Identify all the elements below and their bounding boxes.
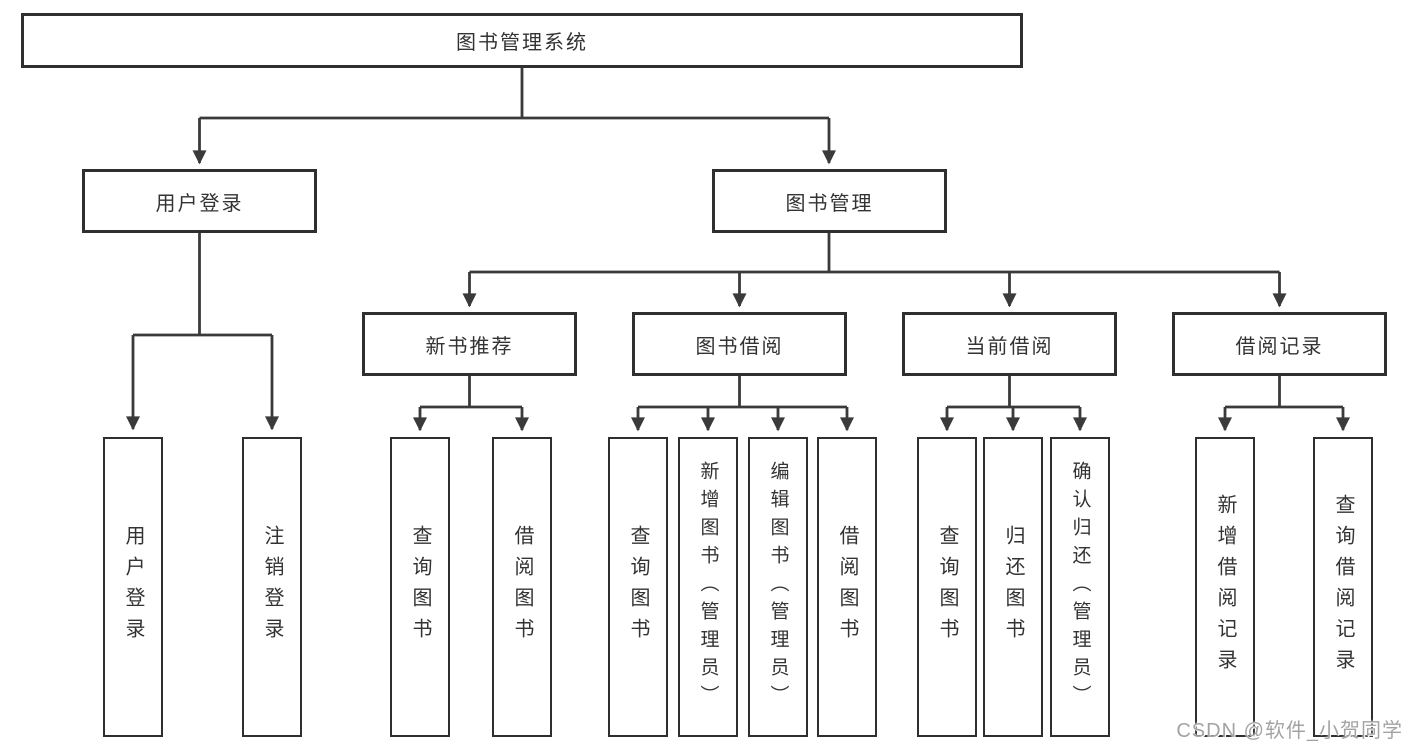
leaf-label: 归还图书 xyxy=(1002,525,1024,649)
leaf-label: 用户登录 xyxy=(122,525,144,649)
leaf-query-books-recommend: 查询图书 xyxy=(390,437,450,737)
leaf-label: 查询借阅记录 xyxy=(1332,494,1354,680)
leaf-label: 注销登录 xyxy=(261,525,283,649)
node-label: 新书推荐 xyxy=(425,335,514,358)
node-current-borrow: 当前借阅 xyxy=(902,312,1117,376)
leaf-label: 借阅图书 xyxy=(836,525,858,649)
leaf-label: 查询图书 xyxy=(409,525,431,649)
leaf-edit-books-admin: 编辑图书（管理员） xyxy=(748,437,808,737)
leaf-add-books-admin: 新增图书（管理员） xyxy=(678,437,738,737)
leaf-label: 借阅图书 xyxy=(511,525,533,649)
leaf-confirm-return-admin: 确认归还（管理员） xyxy=(1050,437,1110,737)
leaf-label: 编辑图书（管理员） xyxy=(767,461,789,713)
leaf-query-books-current: 查询图书 xyxy=(917,437,977,737)
leaf-borrow-books-recommend: 借阅图书 xyxy=(492,437,552,737)
node-book-borrow: 图书借阅 xyxy=(632,312,847,376)
node-book-management: 图书管理 xyxy=(712,169,947,233)
node-label: 借阅记录 xyxy=(1235,335,1324,358)
leaf-label: 新增借阅记录 xyxy=(1214,494,1236,680)
node-label: 图书管理系统 xyxy=(456,32,588,54)
node-user-login: 用户登录 xyxy=(82,169,317,233)
node-new-book-recommend: 新书推荐 xyxy=(362,312,577,376)
leaf-borrow-books: 借阅图书 xyxy=(817,437,877,737)
leaf-add-borrow-record: 新增借阅记录 xyxy=(1195,437,1255,737)
leaf-label: 查询图书 xyxy=(627,525,649,649)
node-label: 用户登录 xyxy=(155,192,244,215)
leaf-query-books-borrow: 查询图书 xyxy=(608,437,668,737)
node-label: 当前借阅 xyxy=(965,335,1054,358)
leaf-logout-login: 注销登录 xyxy=(242,437,302,737)
csdn-watermark: CSDN @软件_小贺同学 xyxy=(1176,720,1403,742)
leaf-query-borrow-record: 查询借阅记录 xyxy=(1313,437,1373,737)
leaf-label: 新增图书（管理员） xyxy=(697,461,719,713)
leaf-label: 确认归还（管理员） xyxy=(1069,461,1091,713)
leaf-return-books: 归还图书 xyxy=(983,437,1043,737)
node-root-library-system: 图书管理系统 xyxy=(21,13,1023,68)
leaf-label: 查询图书 xyxy=(936,525,958,649)
node-borrow-records: 借阅记录 xyxy=(1172,312,1387,376)
node-label: 图书管理 xyxy=(785,192,874,215)
node-label: 图书借阅 xyxy=(695,335,784,358)
leaf-user-login: 用户登录 xyxy=(103,437,163,737)
